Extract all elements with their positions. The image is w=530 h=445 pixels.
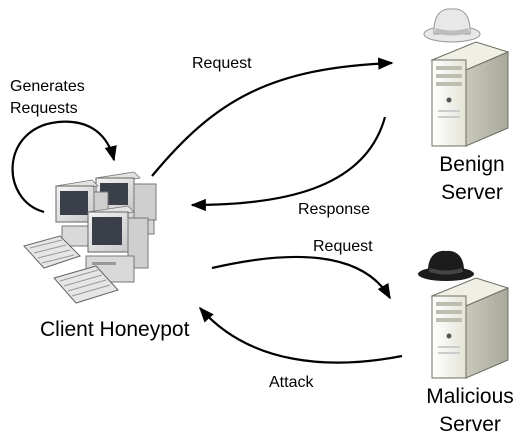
- benign-server-label-line2: Server: [441, 181, 503, 204]
- computer-front-icon: [53, 205, 149, 304]
- client-honeypot-label: Client Honeypot: [40, 318, 190, 341]
- malicious-server-icon: [430, 277, 510, 379]
- white-hat-icon: [423, 8, 481, 43]
- response-label: Response: [298, 201, 371, 218]
- request-arrow-to-malicious: [211, 255, 391, 300]
- request-label-bottom: Request: [313, 238, 373, 255]
- self-loop-arrow: [11, 120, 117, 214]
- response-arrow-from-benign: [190, 116, 387, 212]
- computer-cluster-icon: [23, 171, 157, 304]
- request-label-top: Request: [192, 55, 252, 72]
- attack-arrow-from-malicious: [198, 306, 403, 364]
- black-hat-icon: [418, 250, 474, 281]
- generates-requests-label-line1: Generates: [10, 78, 85, 95]
- request-arrow-to-benign: [151, 57, 394, 177]
- benign-server-icon: [430, 41, 510, 147]
- malicious-server-label-line2: Server: [439, 413, 501, 436]
- generates-requests-label-line2: Requests: [10, 100, 78, 117]
- attack-label: Attack: [269, 374, 314, 391]
- malicious-server-label-line1: Malicious: [426, 385, 514, 408]
- benign-server-label-line1: Benign: [439, 153, 505, 176]
